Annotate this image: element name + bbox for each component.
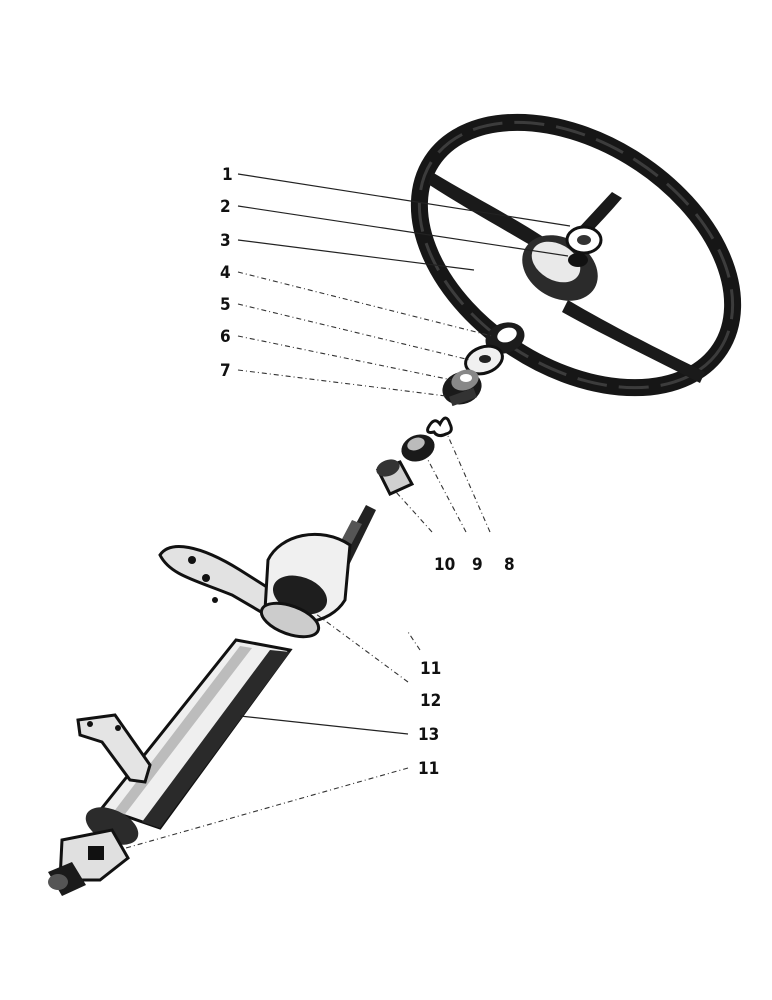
part-9-ring: [401, 434, 435, 462]
horn-nut-center: [577, 235, 591, 245]
plate-hole-1: [188, 556, 196, 564]
leader-10: [395, 491, 433, 533]
shaft-end-face: [48, 874, 68, 890]
part-8-spring-clip: [426, 416, 453, 438]
callout-8: 8: [504, 555, 515, 575]
callout-11-upper: 11: [420, 659, 441, 679]
callout-7: 7: [220, 361, 231, 381]
column-tube-shadow: [142, 650, 290, 828]
callout-11-lower: 11: [418, 759, 439, 779]
wheel-spoke-left: [428, 172, 548, 252]
lower-bracket: [76, 713, 152, 784]
plate-hole-3: [212, 597, 218, 603]
callout-4: 4: [220, 263, 231, 283]
leader-9: [427, 459, 467, 533]
leader-3: [237, 239, 475, 271]
callout-labels: 1 2 3 4 5 6 7 8 9 10 11 12 13 11: [220, 165, 515, 779]
lower-bracket-hole-2: [115, 725, 121, 731]
exploded-small-parts: [375, 322, 525, 496]
callout-1: 1: [222, 165, 233, 185]
steering-column: [48, 505, 376, 896]
wheel-spoke-bottom: [562, 300, 705, 383]
part-5-washer: [464, 344, 504, 376]
callout-2: 2: [220, 197, 231, 217]
leader-11b: [125, 767, 409, 849]
leader-2: [237, 205, 569, 257]
leader-7: [237, 369, 447, 397]
leader-8: [447, 435, 491, 533]
leader-1: [237, 173, 571, 227]
leader-lines: [125, 173, 571, 849]
callout-9: 9: [472, 555, 483, 575]
callout-12: 12: [420, 691, 441, 711]
hub-washer: [568, 253, 588, 267]
part-6-7-bearing: [442, 369, 482, 407]
callout-6: 6: [220, 327, 231, 347]
part-10-sleeve: [375, 459, 415, 496]
plate-hole-2: [202, 574, 210, 582]
leader-4: [237, 271, 493, 337]
callout-13: 13: [418, 725, 439, 745]
leader-11a: [407, 631, 421, 651]
leader-6: [237, 335, 453, 381]
callout-5: 5: [220, 295, 231, 315]
lower-bracket-hole-1: [87, 721, 93, 727]
steering-wheel: [410, 113, 742, 397]
callout-10: 10: [434, 555, 455, 575]
housing-flange: [259, 601, 321, 639]
callout-3: 3: [220, 231, 231, 251]
joint-pinch-bolt: [88, 846, 104, 860]
leader-13: [239, 715, 409, 735]
leader-5: [237, 303, 471, 361]
leader-12: [315, 613, 409, 683]
